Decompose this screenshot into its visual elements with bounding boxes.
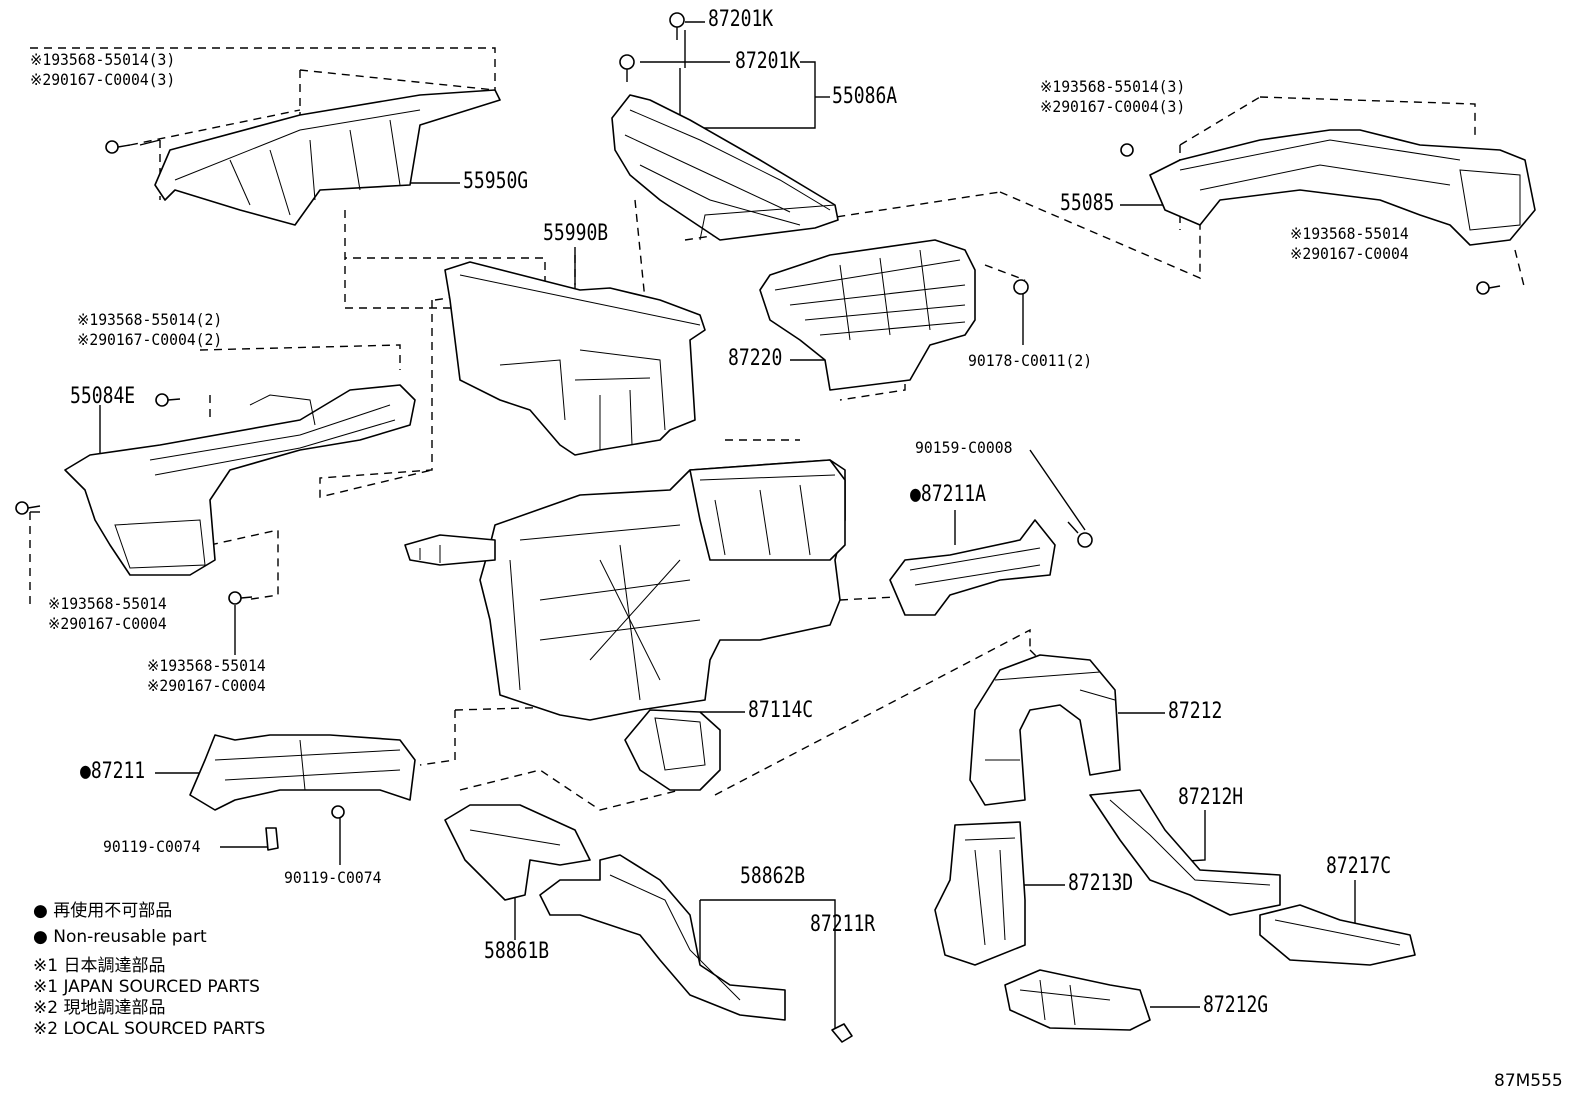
- label-87212: 87212: [1168, 699, 1223, 724]
- label-90178-C0011: 90178-C0011(2): [968, 351, 1093, 370]
- note-ll-1: ※193568-55014: [48, 594, 167, 613]
- label-87211-text: 87211: [90, 759, 146, 784]
- label-87213D: 87213D: [1068, 871, 1134, 896]
- note-tr-b2: ※290167-C0004: [1290, 244, 1409, 263]
- note-tr-2: ※290167-C0004(3): [1040, 97, 1186, 116]
- part-87212H-drawing: [1089, 789, 1281, 916]
- part-87211A-drawing: [889, 519, 1056, 616]
- legend-line-2: ● Non-reusable part: [33, 927, 207, 947]
- label-55085: 55085: [1060, 191, 1115, 216]
- label-55086A: 55086A: [832, 84, 898, 109]
- non-reusable-dot-icon: ●: [80, 759, 91, 784]
- note-ml-1: ※193568-55014(2): [77, 310, 223, 329]
- legend-line-4: ※1 JAPAN SOURCED PARTS: [33, 977, 260, 997]
- label-87114C: 87114C: [748, 698, 814, 723]
- note-tl-1: ※193568-55014(3): [30, 50, 176, 69]
- fasteners: [15, 12, 1501, 1043]
- label-87211: ●87211: [80, 759, 146, 784]
- part-55990B-drawing: [444, 261, 706, 456]
- note-tr-1: ※193568-55014(3): [1040, 77, 1186, 96]
- label-90119-C0074-a: 90119-C0074: [103, 837, 201, 856]
- note-ml-2: ※290167-C0004(2): [77, 330, 223, 349]
- diagram-code: 87M555: [1494, 1071, 1563, 1091]
- non-reusable-dot-icon: ●: [910, 482, 921, 507]
- part-87217C-drawing: [1259, 904, 1416, 966]
- legend-line-1: ● 再使用不可部品: [33, 901, 173, 921]
- label-90159-C0008: 90159-C0008: [915, 438, 1013, 457]
- note-lc-2: ※290167-C0004: [147, 676, 266, 695]
- part-87212G-drawing: [1004, 969, 1151, 1031]
- leader-lines: [30, 21, 1356, 1030]
- label-87211R: 87211R: [810, 912, 876, 937]
- note-lc-1: ※193568-55014: [147, 656, 266, 675]
- part-58862B-drawing: [539, 854, 786, 1021]
- label-87217C: 87217C: [1326, 854, 1392, 879]
- label-58862B: 58862B: [740, 864, 806, 889]
- part-87213D-drawing: [934, 821, 1026, 966]
- part-87211-drawing: [189, 734, 416, 811]
- part-55085-drawing: [1149, 129, 1536, 246]
- legend-line-5: ※2 現地調達部品: [33, 998, 166, 1018]
- note-tl-2: ※290167-C0004(3): [30, 70, 176, 89]
- label-87212H: 87212H: [1178, 785, 1244, 810]
- note-tr-b1: ※193568-55014: [1290, 224, 1409, 243]
- part-87114C-drawing: [624, 709, 721, 791]
- label-58861B: 58861B: [484, 939, 550, 964]
- label-87201K-top: 87201K: [708, 7, 774, 32]
- label-87211A-text: 87211A: [920, 482, 987, 507]
- note-ll-2: ※290167-C0004: [48, 614, 167, 633]
- label-87201K-mid: 87201K: [735, 49, 801, 74]
- label-87212G: 87212G: [1203, 993, 1269, 1018]
- part-55950G-drawing: [154, 89, 501, 226]
- legend-line-6: ※2 LOCAL SOURCED PARTS: [33, 1019, 266, 1039]
- hvac-unit-drawing: [404, 459, 846, 721]
- label-55950G: 55950G: [463, 169, 529, 194]
- label-90119-C0074-b: 90119-C0074: [284, 868, 382, 887]
- label-55084E: 55084E: [70, 384, 136, 409]
- part-55086A-drawing: [611, 94, 839, 241]
- label-55990B: 55990B: [543, 221, 609, 246]
- label-87220: 87220: [728, 346, 783, 371]
- part-87220-drawing: [759, 239, 976, 391]
- legend-line-3: ※1 日本調達部品: [33, 956, 166, 976]
- part-55084E-drawing: [64, 384, 416, 576]
- part-58861B-drawing: [444, 804, 591, 901]
- part-87212-drawing: [969, 654, 1121, 806]
- label-87211A: ●87211A: [910, 482, 987, 507]
